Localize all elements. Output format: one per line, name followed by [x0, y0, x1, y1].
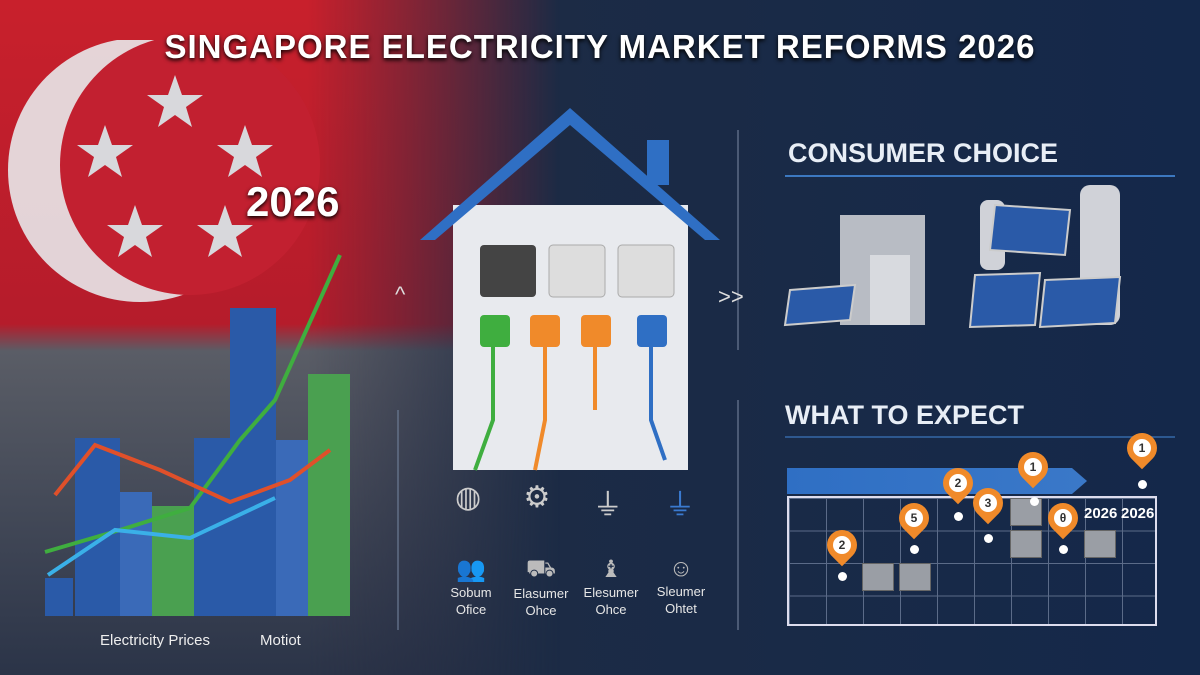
consumer-choice-heading: CONSUMER CHOICE: [788, 138, 1059, 168]
role-item: ☺Sleumer Ohtet: [646, 555, 716, 619]
role-label: Sleumer Ohtet: [656, 584, 706, 616]
chart-bar: [308, 374, 350, 616]
timeline-grid: [787, 496, 1157, 626]
outlet: [480, 245, 536, 297]
chart-line-cyan: [46, 496, 276, 577]
role-label: Sobum Ofice: [450, 585, 492, 617]
role-item: 👥Sobum Ofice: [436, 555, 506, 619]
gear-icon: ⚙: [523, 481, 551, 514]
plug-blue-icon: ⏚: [664, 489, 695, 522]
people-icon: 👥: [456, 556, 486, 583]
role-item: ♝Elesumer Ohce: [576, 555, 646, 619]
price-chart: [44, 254, 350, 616]
plug-icon: ⏚: [592, 489, 623, 522]
power-plant-solar-illustration: [783, 185, 1122, 329]
chart-bar: [276, 440, 308, 616]
chart-bar: [152, 506, 194, 616]
divider: [737, 400, 739, 630]
chart-label-prices: Electricity Prices: [100, 632, 211, 649]
chart-bar: [230, 308, 276, 616]
vehicle-icon: ⛟: [525, 555, 557, 582]
flag-year: 2026: [246, 178, 340, 225]
flag-crescent-stars: [8, 40, 320, 302]
grid-cell-filled: [1084, 530, 1116, 558]
double-chevron-icon: >>: [718, 284, 744, 309]
outlet: [548, 244, 606, 298]
year-label: 2026: [1121, 505, 1155, 522]
divider: [397, 410, 399, 630]
chart-label-2: Motiot: [260, 632, 301, 649]
heading-rule: [785, 175, 1175, 177]
bulb-icon: ◍: [455, 481, 482, 514]
chart-bar: [120, 492, 152, 616]
role-label: Elesumer Ohce: [583, 585, 639, 617]
grid-cell-filled: [899, 563, 931, 591]
divider: [737, 130, 739, 350]
person-icon: ☺: [668, 555, 694, 582]
page-title: SINGAPORE ELECTRICITY MARKET REFORMS 202…: [164, 28, 1036, 65]
grid-cell-filled: [1010, 530, 1042, 558]
chart-bar: [45, 578, 73, 616]
role-label: Elasumer Ohce: [513, 586, 569, 618]
arrow-up-icon: ^: [395, 282, 406, 307]
what-to-expect-heading: WHAT TO EXPECT: [785, 400, 1025, 430]
chart-bar: [75, 438, 120, 616]
bottles-icon: ♝: [600, 556, 622, 583]
grid-cell-filled: [862, 563, 894, 591]
house-outlets-illustration: [420, 108, 720, 471]
chart-line-red: [53, 442, 332, 505]
year-label: 2026: [1084, 505, 1118, 522]
heading-rule: [785, 436, 1175, 438]
timeline-pin[interactable]: 1: [1120, 426, 1164, 470]
role-item: ⛟ Elasumer Ohce: [506, 555, 576, 619]
outlet: [617, 244, 675, 298]
